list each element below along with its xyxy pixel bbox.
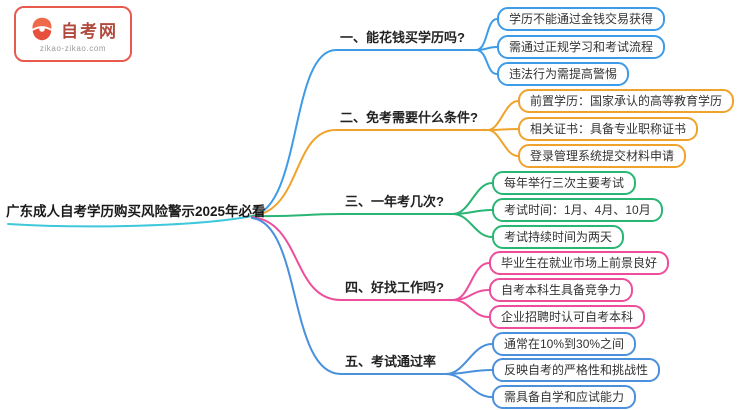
branch-label-3: 三、一年考几次? — [341, 193, 453, 215]
leaf-link-3-1 — [452, 182, 493, 215]
leaf-link-2-3 — [487, 129, 519, 157]
logo-title: 自考网 — [61, 21, 118, 41]
branch-label-5: 五、考试通过率 — [341, 353, 446, 375]
leaf-node-5-2: 反映自考的严格性和挑战性 — [492, 358, 661, 382]
leaf-node-2-3: 登录管理系统提交材料申请 — [518, 144, 687, 168]
logo-icon — [32, 17, 52, 41]
leaf-node-1-3: 违法行为需提高警惕 — [497, 62, 630, 86]
leaf-node-2-1: 前置学历：国家承认的高等教育学历 — [518, 89, 735, 113]
leaf-node-3-1: 每年举行三次主要考试 — [492, 171, 637, 195]
leaf-link-3-3 — [452, 213, 493, 238]
leaf-link-1-3 — [475, 49, 498, 75]
leaf-link-2-1 — [487, 100, 519, 131]
branch-label-1: 一、能花钱买学历吗? — [336, 29, 476, 51]
branch-link-1 — [251, 49, 337, 217]
branch-link-4 — [251, 216, 342, 301]
branch-link-5 — [251, 217, 342, 375]
leaf-node-4-2: 自考本科生具备竞争力 — [489, 278, 634, 302]
leaf-node-1-1: 学历不能通过金钱交易获得 — [497, 7, 666, 31]
leaf-node-5-3: 需具备自学和应试能力 — [492, 385, 637, 409]
leaf-link-5-2 — [445, 369, 493, 375]
branch-label-2: 二、免考需要什么条件? — [336, 109, 488, 131]
central-topic: 广东成人自考学历购买风险警示2025年必看 — [6, 204, 266, 219]
leaf-link-5-3 — [445, 373, 493, 398]
leaf-link-4-2 — [452, 289, 490, 301]
logo-domain: zikao-zikao.com — [39, 44, 107, 53]
leaf-node-3-3: 考试持续时间为两天 — [492, 225, 625, 249]
leaf-link-1-2 — [475, 46, 498, 51]
leaf-node-1-2: 需通过正规学习和考试流程 — [497, 35, 666, 59]
leaf-link-4-1 — [452, 262, 490, 301]
logo-row: 自考网 — [28, 15, 118, 43]
leaf-link-3-2 — [452, 209, 493, 215]
leaf-link-4-3 — [452, 299, 490, 318]
branch-label-4: 四、好找工作吗? — [341, 279, 453, 301]
leaf-node-3-2: 考试时间：1月、4月、10月 — [492, 198, 663, 222]
leaf-link-5-1 — [445, 343, 493, 375]
leaf-link-1-1 — [475, 18, 498, 51]
site-logo: 自考网 zikao-zikao.com — [14, 6, 132, 62]
leaf-node-5-1: 通常在10%到30%之间 — [492, 332, 637, 356]
leaf-node-4-3: 企业招聘时认可自考本科 — [489, 305, 646, 329]
leaf-link-2-2 — [487, 128, 519, 131]
leaf-node-2-2: 相关证书：具备专业职称证书 — [518, 117, 699, 141]
leaf-node-4-1: 毕业生在就业市场上前景良好 — [489, 251, 670, 275]
